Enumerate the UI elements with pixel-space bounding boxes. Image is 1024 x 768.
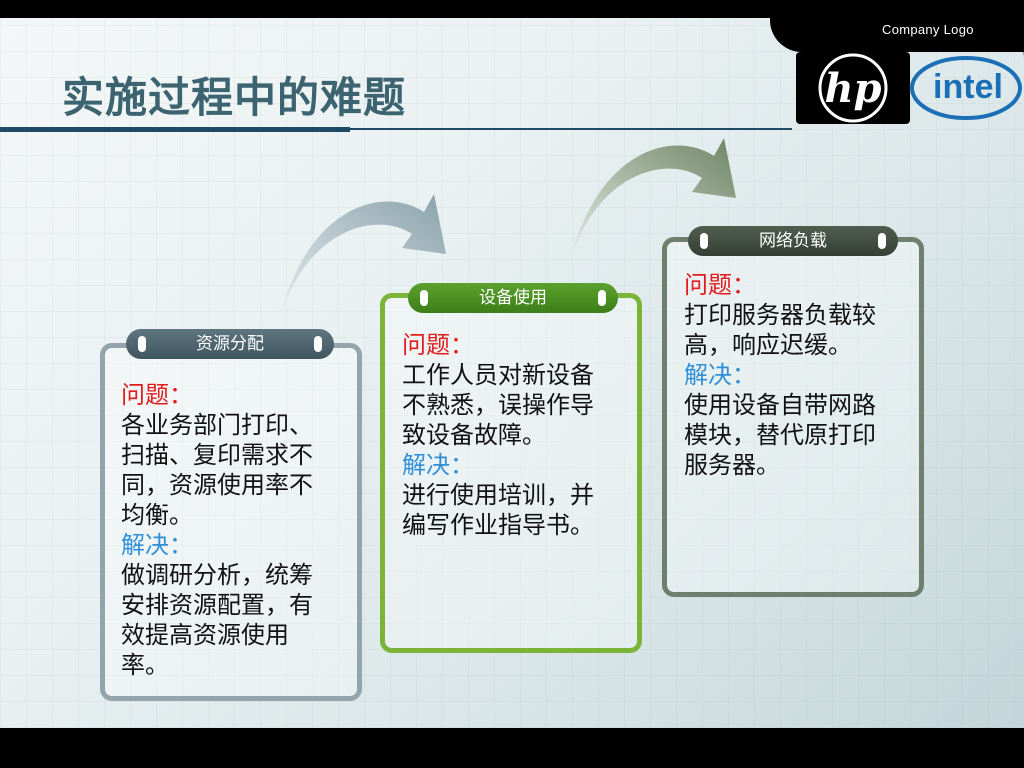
solution-text: 做调研分析，统筹安排资源配置，有效提高资源使用率。 (121, 561, 313, 679)
problem-heading: 问题： (121, 381, 193, 409)
pill-dot-icon (138, 336, 146, 352)
curved-arrow-icon (280, 194, 446, 318)
slide-background (0, 18, 1024, 728)
step-content-resource: 问题： 各业务部门打印、扫描、复印需求不同，资源使用率不均衡。 解决： 做调研分… (121, 380, 333, 680)
step-label-device: 设备使用 (408, 283, 618, 313)
problem-text: 各业务部门打印、扫描、复印需求不同，资源使用率不均衡。 (121, 411, 313, 529)
intel-logo-text: intel (933, 68, 1003, 106)
step-card-device (380, 293, 642, 653)
bottom-bar (0, 728, 1024, 768)
hp-logo-text: hp (824, 65, 881, 112)
problem-heading: 问题： (684, 271, 756, 299)
solution-heading: 解决： (684, 361, 756, 389)
solution-text: 使用设备自带网路模块，替代原打印服务器。 (684, 391, 876, 479)
page-title: 实施过程中的难题 (62, 73, 407, 122)
problem-heading: 问题： (402, 331, 474, 359)
step-card-resource (100, 343, 362, 701)
curved-arrow-icon (570, 138, 736, 262)
solution-heading: 解决： (121, 531, 193, 559)
step-label-resource: 资源分配 (126, 329, 334, 359)
solution-text: 进行使用培训，并编写作业指导书。 (402, 481, 594, 539)
intel-logo: intel (908, 48, 1024, 128)
logo-notch (770, 0, 1024, 52)
problem-text: 打印服务器负载较高，响应迟缓。 (684, 301, 876, 359)
solution-heading: 解决： (402, 451, 474, 479)
pill-dot-icon (314, 336, 322, 352)
title-rule (0, 128, 792, 130)
step-content-device: 问题： 工作人员对新设备不熟悉，误操作导致设备故障。 解决： 进行使用培训，并编… (402, 330, 616, 540)
pill-dot-icon (420, 290, 428, 306)
hp-logo-icon: hp (818, 53, 888, 123)
company-logo-text: Company Logo (882, 22, 974, 37)
step-label-text: 设备使用 (479, 288, 547, 308)
step-label-text: 资源分配 (196, 334, 264, 354)
pill-dot-icon (878, 233, 886, 249)
title-rule-accent (0, 127, 350, 132)
intel-logo-icon: intel (910, 56, 1022, 120)
step-label-text: 网络负载 (759, 231, 827, 251)
pill-dot-icon (700, 233, 708, 249)
step-content-network: 问题： 打印服务器负载较高，响应迟缓。 解决： 使用设备自带网路模块，替代原打印… (684, 270, 898, 480)
hp-logo: hp (796, 52, 910, 124)
step-label-network: 网络负载 (688, 226, 898, 256)
problem-text: 工作人员对新设备不熟悉，误操作导致设备故障。 (402, 361, 594, 449)
pill-dot-icon (598, 290, 606, 306)
top-bar (0, 0, 1024, 18)
